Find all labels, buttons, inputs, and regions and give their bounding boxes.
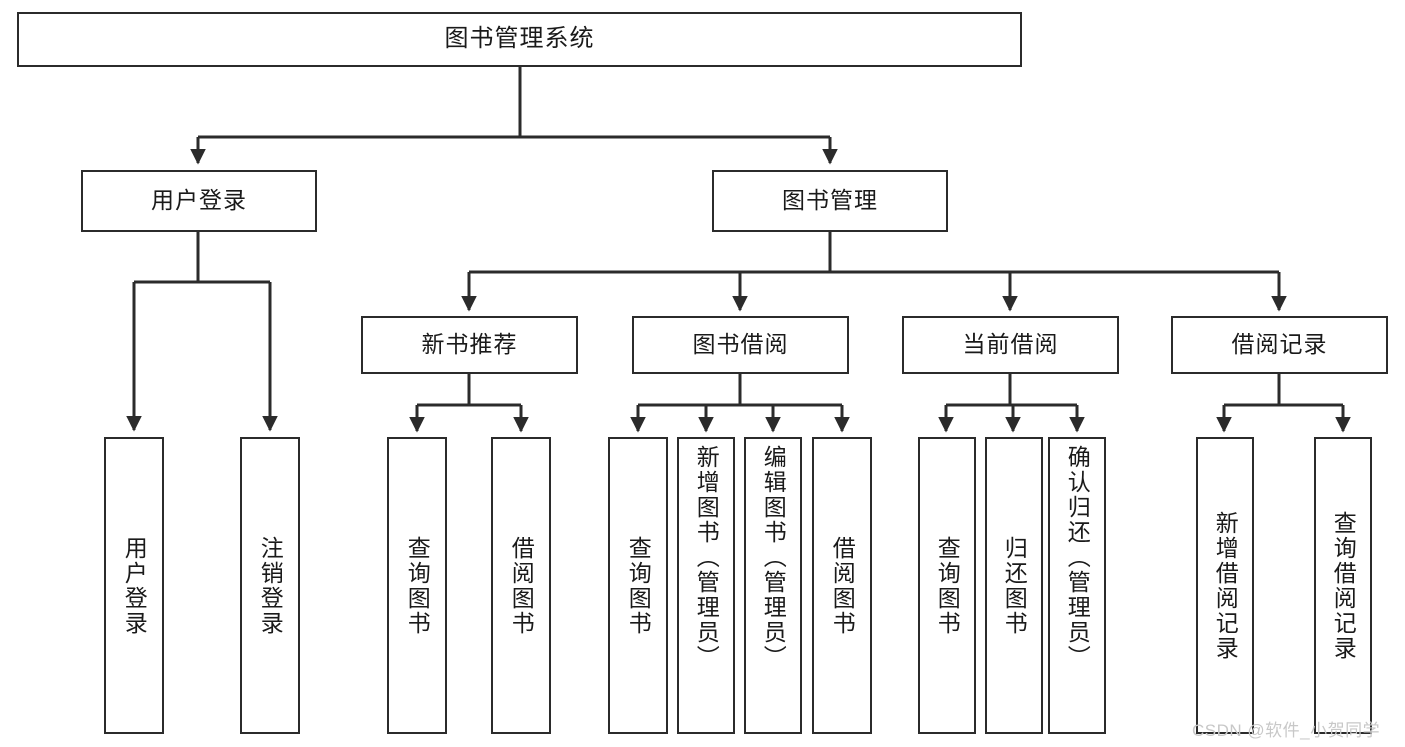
node-new-book-recommend[interactable]: 新书推荐 [361,316,578,374]
leaf-add-book-admin[interactable]: 新增图书（管理员） [677,437,735,734]
node-label: 确认归还（管理员） [1064,445,1091,670]
node-current-borrow[interactable]: 当前借阅 [902,316,1119,374]
node-label: 用户登录 [151,187,247,214]
node-label: 图书管理系统 [444,25,595,53]
node-book-borrow[interactable]: 图书借阅 [632,316,849,374]
leaf-add-borrow-record[interactable]: 新增借阅记录 [1196,437,1254,734]
watermark-text: CSDN @软件_小贺同学 [1192,721,1381,740]
node-label: 图书管理 [782,187,878,214]
node-label: 查询图书 [404,535,431,636]
node-label: 当前借阅 [962,331,1059,358]
node-label: 借阅记录 [1231,331,1328,358]
leaf-query-borrow-record[interactable]: 查询借阅记录 [1314,437,1372,734]
leaf-confirm-return-admin[interactable]: 确认归还（管理员） [1048,437,1106,734]
leaf-borrow-book-new[interactable]: 借阅图书 [491,437,551,734]
node-label: 用户登录 [121,535,148,636]
node-label: 借阅图书 [829,535,856,636]
leaf-user-login[interactable]: 用户登录 [104,437,164,734]
node-label: 查询图书 [934,535,961,636]
leaf-borrow-book-borrow[interactable]: 借阅图书 [812,437,872,734]
node-label: 新增图书（管理员） [693,445,720,670]
node-label: 归还图书 [1001,535,1028,636]
node-label: 新增借阅记录 [1212,510,1239,661]
node-label: 查询图书 [625,535,652,636]
leaf-logout[interactable]: 注销登录 [240,437,300,734]
leaf-query-book-current[interactable]: 查询图书 [918,437,976,734]
node-borrow-record[interactable]: 借阅记录 [1171,316,1388,374]
node-label: 借阅图书 [508,535,535,636]
leaf-query-book-borrow[interactable]: 查询图书 [608,437,668,734]
node-root-system[interactable]: 图书管理系统 [17,12,1022,67]
node-book-management[interactable]: 图书管理 [712,170,948,232]
node-label: 查询借阅记录 [1330,510,1357,661]
node-user-login[interactable]: 用户登录 [81,170,317,232]
leaf-edit-book-admin[interactable]: 编辑图书（管理员） [744,437,802,734]
node-label: 图书借阅 [692,331,789,358]
node-label: 编辑图书（管理员） [760,445,787,670]
node-label: 注销登录 [257,535,284,636]
leaf-query-book-new[interactable]: 查询图书 [387,437,447,734]
leaf-return-book[interactable]: 归还图书 [985,437,1043,734]
node-label: 新书推荐 [421,331,518,358]
